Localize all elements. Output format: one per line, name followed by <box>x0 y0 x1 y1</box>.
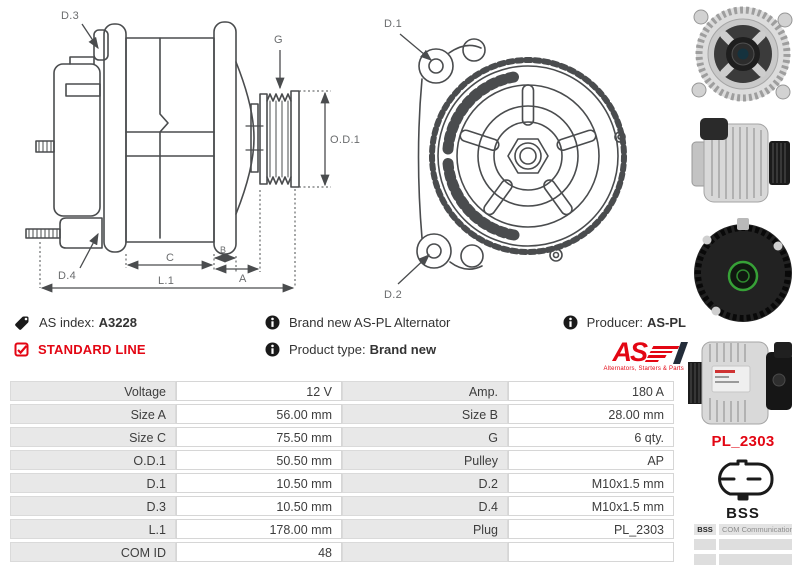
spec-label-cell: Size B <box>342 404 508 424</box>
spec-label-cell: Amp. <box>342 381 508 401</box>
spec-value-cell: 6 qty. <box>508 427 674 447</box>
front-view-svg: D.1 D.2 <box>384 18 627 301</box>
table-row: O.D.1 50.50 mm Pulley AP <box>10 450 674 470</box>
table-row: D.1 10.50 mm D.2 M10x1.5 mm <box>10 473 674 493</box>
spec-label-cell: COM ID <box>10 542 176 562</box>
bss-plug-icon <box>718 459 774 501</box>
table-row: Size A 56.00 mm Size B 28.00 mm <box>10 404 674 424</box>
as-logo-text: AS <box>612 337 647 367</box>
dim-label-d2: D.2 <box>384 289 402 301</box>
product-type-label: Product type: <box>289 342 366 357</box>
product-photo-front <box>686 2 800 108</box>
as-index-row: AS index: A3228 <box>14 312 146 333</box>
product-type-value: Brand new <box>369 342 437 357</box>
info-icon <box>265 315 280 330</box>
com-communication-table: BSS COM Communication <box>694 524 792 569</box>
spec-label-cell: O.D.1 <box>10 450 176 470</box>
dim-label-a: A <box>239 273 247 285</box>
dim-label-d4: D.4 <box>58 270 76 282</box>
producer-label: Producer: <box>586 315 643 330</box>
as-pl-logo: AS Alternators, Starters & Parts <box>603 337 689 372</box>
dim-label-c: C <box>166 252 174 264</box>
alternator-side-view-drawing: D.3 G O.D.1 D.4 C B A L.1 <box>8 2 360 308</box>
as-logo-tagline: Alternators, Starters & Parts <box>603 366 684 372</box>
table-row: Size C 75.50 mm G 6 qty. <box>10 427 674 447</box>
info-icon <box>563 315 578 330</box>
table-row: COM ID 48 <box>10 542 674 562</box>
spec-label-cell <box>342 542 508 562</box>
dim-label-d3: D.3 <box>61 10 79 22</box>
spec-value-cell: 10.50 mm <box>176 496 342 516</box>
product-photo-rear <box>686 216 800 328</box>
spec-value-cell: 56.00 mm <box>176 404 342 424</box>
spec-label-cell: D.1 <box>10 473 176 493</box>
spec-value-cell: 28.00 mm <box>508 404 674 424</box>
table-row: D.3 10.50 mm D.4 M10x1.5 mm <box>10 496 674 516</box>
alternator-front-view-drawing: D.1 D.2 <box>370 4 662 306</box>
spec-label-cell: Size C <box>10 427 176 447</box>
com-table-key: BSS <box>694 524 716 535</box>
dim-label-od1: O.D.1 <box>330 134 360 146</box>
spec-label-cell: G <box>342 427 508 447</box>
spec-label-cell: Voltage <box>10 381 176 401</box>
com-table-header-row: BSS COM Communication <box>694 524 792 535</box>
connector-name-label: BSS <box>726 505 760 522</box>
spec-value-cell: PL_2303 <box>508 519 674 539</box>
com-table-empty-row <box>694 539 792 550</box>
info-icon <box>265 342 280 357</box>
spec-value-cell: M10x1.5 mm <box>508 473 674 493</box>
spec-label-cell: D.2 <box>342 473 508 493</box>
dim-label-d1: D.1 <box>384 18 402 30</box>
standard-line-row: STANDARD LINE <box>14 339 146 360</box>
dim-label-b: B <box>220 245 226 255</box>
spec-value-cell: 12 V <box>176 381 342 401</box>
spec-label-cell: L.1 <box>10 519 176 539</box>
spec-value-cell: 48 <box>176 542 342 562</box>
table-row: Voltage 12 V Amp. 180 A <box>10 381 674 401</box>
spec-label-cell: Pulley <box>342 450 508 470</box>
com-table-value: COM Communication <box>719 524 792 535</box>
standard-line-label: STANDARD LINE <box>38 342 146 357</box>
checkbox-checked-icon <box>14 342 29 357</box>
spec-value-cell: M10x1.5 mm <box>508 496 674 516</box>
product-photo-side <box>686 112 800 212</box>
as-index-value: A3228 <box>98 315 137 330</box>
product-media-panel: PL_2303 BSS BSS COM Communication <box>686 0 800 578</box>
spec-value-cell: 50.50 mm <box>176 450 342 470</box>
spec-value-cell: 180 A <box>508 381 674 401</box>
brand-new-text: Brand new AS-PL Alternator <box>289 315 451 330</box>
spec-label-cell: Size A <box>10 404 176 424</box>
table-row: L.1 178.00 mm Plug PL_2303 <box>10 519 674 539</box>
brand-new-row: Brand new AS-PL Alternator <box>265 312 450 333</box>
spec-label-cell: D.4 <box>342 496 508 516</box>
producer-row: Producer: AS-PL <box>563 312 686 333</box>
spec-label-cell: D.3 <box>10 496 176 516</box>
tag-icon <box>14 315 30 331</box>
product-type-row: Product type: Brand new <box>265 339 450 360</box>
dim-label-g: G <box>274 34 283 46</box>
producer-value: AS-PL <box>647 315 686 330</box>
spec-value-cell: 75.50 mm <box>176 427 342 447</box>
as-index-label: AS index: <box>39 315 95 330</box>
spec-value-cell: 10.50 mm <box>176 473 342 493</box>
dim-label-l1: L.1 <box>158 275 174 287</box>
product-info-bar: AS index: A3228 STANDARD LINE <box>14 312 689 378</box>
spec-value-cell: AP <box>508 450 674 470</box>
spec-value-cell: 178.00 mm <box>176 519 342 539</box>
specifications-table: Voltage 12 V Amp. 180 A Size A 56.00 mm … <box>10 381 674 565</box>
product-photo-connector-side <box>686 336 800 428</box>
spec-label-cell: Plug <box>342 519 508 539</box>
plug-code-label: PL_2303 <box>711 433 775 450</box>
side-view-svg: D.3 G O.D.1 D.4 C B A L.1 <box>25 10 360 293</box>
spec-value-cell <box>508 542 674 562</box>
com-table-empty-row <box>694 554 792 565</box>
connector-diagram <box>686 456 800 511</box>
